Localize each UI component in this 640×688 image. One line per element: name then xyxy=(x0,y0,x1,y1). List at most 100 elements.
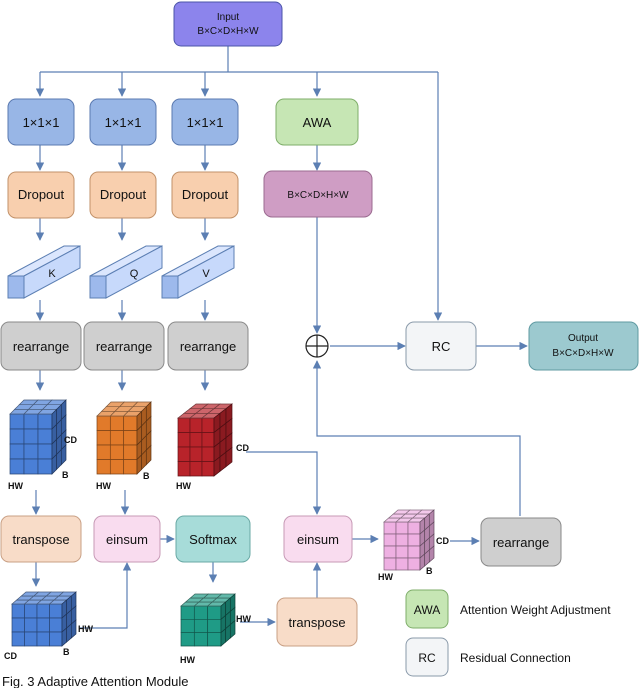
k-cube-side-label: CD xyxy=(64,435,77,445)
cube-cell xyxy=(193,605,209,620)
cube-cell xyxy=(189,417,203,433)
cube-cell xyxy=(123,459,138,475)
cube-cell xyxy=(180,632,195,647)
conv-v-node: 1×1×1 xyxy=(171,98,239,146)
cube-cell xyxy=(383,545,397,559)
awa-output-shape: B×C×D×H×W xyxy=(287,190,349,201)
transpose-attn-label: transpose xyxy=(288,615,345,630)
rearrange-out-label: rearrange xyxy=(493,535,549,550)
rearrange-k-label: rearrange xyxy=(13,339,69,354)
cube-cell xyxy=(36,603,50,619)
cube-cell xyxy=(96,415,111,431)
input-title: Input xyxy=(217,12,239,23)
cube-side-cell xyxy=(145,444,152,466)
q-tensor-bar: Q xyxy=(89,245,163,299)
cube-cell xyxy=(207,632,222,647)
cube-cell xyxy=(23,413,39,430)
rc-label: RC xyxy=(432,339,451,354)
rearrange-q-label: rearrange xyxy=(96,339,152,354)
q-cube xyxy=(96,401,152,475)
cube-cell xyxy=(23,428,39,445)
k-cube-bottom-right-label: B xyxy=(62,470,69,480)
cube-cell xyxy=(123,415,138,431)
transpose-k-node: transpose xyxy=(0,515,82,563)
input-shape: B×C×D×H×W xyxy=(197,26,259,37)
cube-cell xyxy=(96,459,111,475)
rearrange-k-node: rearrange xyxy=(0,321,82,371)
legend-rc-abbr: RC xyxy=(418,651,436,665)
cube-cell xyxy=(23,443,39,460)
softmax-node: Softmax xyxy=(175,515,251,563)
input-node: Input B×C×D×H×W xyxy=(173,1,283,47)
cube-cell xyxy=(23,458,39,475)
kt-cube-bottom-left-label: CD xyxy=(4,651,17,661)
legend-rc-text: Residual Connection xyxy=(460,651,571,665)
dropout-k-node: Dropout xyxy=(7,171,75,219)
cube-cell xyxy=(189,432,203,448)
transpose-k-label: transpose xyxy=(12,532,69,547)
cube-cell xyxy=(9,413,25,430)
rearrange-q-node: rearrange xyxy=(83,321,165,371)
cube-cell xyxy=(9,458,25,475)
cube-cell xyxy=(395,557,409,571)
cube-cell xyxy=(9,428,25,445)
cube-cell xyxy=(109,430,125,446)
cube-cell xyxy=(201,446,215,462)
cube-cell xyxy=(189,461,203,477)
cube-cell xyxy=(407,521,421,535)
cube-cell xyxy=(123,430,138,446)
cube-cell xyxy=(37,428,53,445)
cube-side-cell xyxy=(70,619,77,639)
cube-cell xyxy=(383,533,397,547)
v-cube xyxy=(176,403,234,477)
cube-cell xyxy=(207,605,222,620)
cube-side-cell xyxy=(428,545,435,563)
legend-awa-abbr: AWA xyxy=(414,603,440,617)
cube-cell xyxy=(109,459,125,475)
cube-cell xyxy=(407,545,421,559)
k-cube-bottom-left-label: HW xyxy=(8,481,23,491)
cube-cell xyxy=(383,557,397,571)
cube-cell xyxy=(395,521,409,535)
v-cube-bottom-left-label: HW xyxy=(176,481,191,491)
legend: AWA Attention Weight Adjustment RC Resid… xyxy=(405,589,611,677)
cube-cell xyxy=(207,618,222,634)
cube-cell xyxy=(96,444,111,460)
cube-cell xyxy=(11,617,25,633)
dropout-v-label: Dropout xyxy=(182,187,229,202)
cube-cell xyxy=(123,444,138,460)
k-transposed-cube xyxy=(11,591,77,647)
cube-cell xyxy=(201,417,215,433)
v-label: V xyxy=(202,268,210,280)
cube-cell xyxy=(37,443,53,460)
cube-cell xyxy=(395,533,409,547)
cube-cell xyxy=(11,603,25,619)
rearrange-v-label: rearrange xyxy=(180,339,236,354)
cube-cell xyxy=(11,631,25,647)
attention-cube xyxy=(180,593,236,647)
cube-cell xyxy=(177,446,191,462)
v-cube-side-label: CD xyxy=(236,443,249,453)
output-node: Output B×C×D×H×W xyxy=(528,321,639,371)
k-cube xyxy=(9,399,67,475)
k-label: K xyxy=(48,268,56,280)
dropout-q-node: Dropout xyxy=(89,171,157,219)
cube-cell xyxy=(49,617,63,633)
transpose-attn-node: transpose xyxy=(276,597,358,647)
dropout-k-label: Dropout xyxy=(18,187,65,202)
cube-cell xyxy=(96,430,111,446)
cube-cell xyxy=(49,631,63,647)
cube-labels: CD HW B HW B CD HW HW CD B HW HW CD HW B xyxy=(4,435,449,665)
cube-cell xyxy=(201,461,215,477)
cube-cell xyxy=(24,603,38,619)
einsum-av-label: einsum xyxy=(297,532,339,547)
cube-cell xyxy=(395,545,409,559)
cube-cell xyxy=(36,631,50,647)
cube-cell xyxy=(189,446,203,462)
output-cube xyxy=(383,509,435,571)
cube-cell xyxy=(109,444,125,460)
awa-output-node: B×C×D×H×W xyxy=(263,170,373,218)
einsum-qk-node: einsum xyxy=(93,515,161,563)
awa-label: AWA xyxy=(303,115,332,130)
